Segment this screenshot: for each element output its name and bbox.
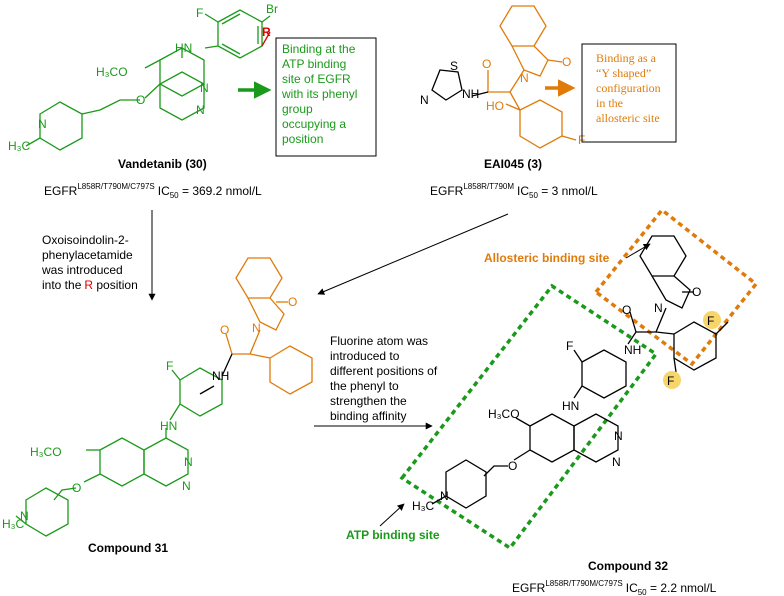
compound32-n1: N [614,429,623,443]
svg-text:ATP binding: ATP binding [282,57,346,71]
eai045-note: Binding as a “Y shaped” configuration in… [596,51,661,125]
eai045-to-31-arrow [317,213,509,295]
eai045-label: EAI045 (3) [484,157,542,171]
step2-note: Fluorine atom was introduced to differen… [330,334,438,423]
svg-text:configuration: configuration [596,81,661,95]
compound31-structure: NH O N O F HN H₃CO N N O N H₃C [2,257,313,537]
isoindolinone-carbonyl-o: O [562,55,571,69]
eai045-structure: O N O HO F NH S N [420,5,585,149]
amide-o: O [482,57,491,71]
compound31-amide-o: O [220,323,229,337]
compound31-fluoro: F [166,359,173,373]
svg-text:was introduced: was introduced [41,263,123,277]
svg-text:Binding at the: Binding at the [282,42,356,56]
svg-text:position: position [282,132,323,146]
compound32-isoindolinone-n: N [654,301,663,315]
compound32-fluoro-bottom: F [667,374,674,388]
compound31-n1: N [184,455,193,469]
compound32-amide-o: O [622,303,631,317]
quinazoline-n1: N [200,81,209,95]
svg-text:“Y shaped”: “Y shaped” [596,66,651,80]
svg-text:in the: in the [596,96,623,110]
vandetanib-label: Vandetanib (30) [118,157,207,171]
svg-text:strengthen the: strengthen the [330,394,407,408]
svg-text:Oxoisoindolin-2-: Oxoisoindolin-2- [42,233,129,247]
compound31-ether-o: O [72,481,81,495]
vandetanib-structure: F Br R HN H₃CO N N O N H₃C [8,2,278,153]
atp-site-label: ATP binding site [346,528,440,542]
compound31-piperidine-n: N [20,509,29,523]
svg-text:with its phenyl: with its phenyl [281,87,357,101]
thiazole-s: S [450,59,458,73]
compound31-carbonyl-o1: O [288,295,297,309]
compound32-piperidine-n: N [440,489,449,503]
fluoro-atom: F [196,6,203,20]
svg-text:Fluorine atom was: Fluorine atom was [330,334,428,348]
compound31-isoindolinone-n: N [252,321,261,335]
compound31-methyl: H₃C [2,517,25,531]
quinazoline-n3: N [196,103,205,117]
step1-note: Oxoisoindolin-2- phenylacetamide was int… [41,233,138,292]
eai045-note-box [581,43,677,143]
fluorine-highlight-bottom [663,371,681,389]
vandetanib-note-box [275,37,377,157]
atp-site-box [399,283,659,551]
atp-pointer [379,503,405,527]
r-group-label: R [262,25,271,39]
piperidine-n: N [38,117,47,131]
svg-text:Binding as a: Binding as a [596,51,657,65]
isoindolinone-n: N [520,71,529,85]
compound31-methoxy: H₃CO [30,445,62,459]
allosteric-site-box [593,207,759,367]
amide-nh: NH [462,87,479,101]
svg-text:occupying a: occupying a [282,117,346,131]
svg-text:site of EGFR: site of EGFR [282,72,351,86]
methyl-group: H₃C [8,139,31,153]
svg-text:phenylacetamide: phenylacetamide [42,248,133,262]
svg-text:group: group [282,102,313,116]
allosteric-site-label: Allosteric binding site [484,251,610,265]
compound32-hn: HN [562,399,579,413]
compound32-carbonyl-o: O [692,285,701,299]
compound32-structure: F F O N O NH F HN H₃CO N N O N H₃C [412,235,729,513]
compound32-methyl: H₃C [412,499,435,513]
compound32-label: Compound 32 [588,559,668,573]
compound31-amide-nh: NH [212,369,229,383]
compound32-ether-o: O [508,459,517,473]
fluorine-highlight-top [703,311,721,329]
compound32-methoxy: H₃CO [488,407,520,421]
svg-text:allosteric site: allosteric site [596,111,660,125]
bromo-atom: Br [266,2,278,16]
compound31-label: Compound 31 [88,541,168,555]
compound32-fluoro-top: F [707,314,714,328]
thiazole-n: N [420,93,429,107]
ether-oxygen: O [136,93,145,107]
methoxy-group: H₃CO [96,65,128,79]
svg-text:introduced to: introduced to [330,349,400,363]
svg-text:the phenyl to: the phenyl to [330,379,399,393]
compound32-fluoro-aniline: F [566,339,573,353]
svg-text:binding affinity: binding affinity [330,409,407,423]
compound32-n3: N [612,455,621,469]
hydroxy-group: HO [486,99,504,113]
svg-text:different positions of: different positions of [330,364,438,378]
vandetanib-note: Binding at the ATP binding site of EGFR … [281,42,357,146]
compound32-amide-nh: NH [624,343,641,357]
compound31-n3: N [182,479,191,493]
compound31-hn: HN [160,419,177,433]
hn-atom: HN [175,41,192,55]
